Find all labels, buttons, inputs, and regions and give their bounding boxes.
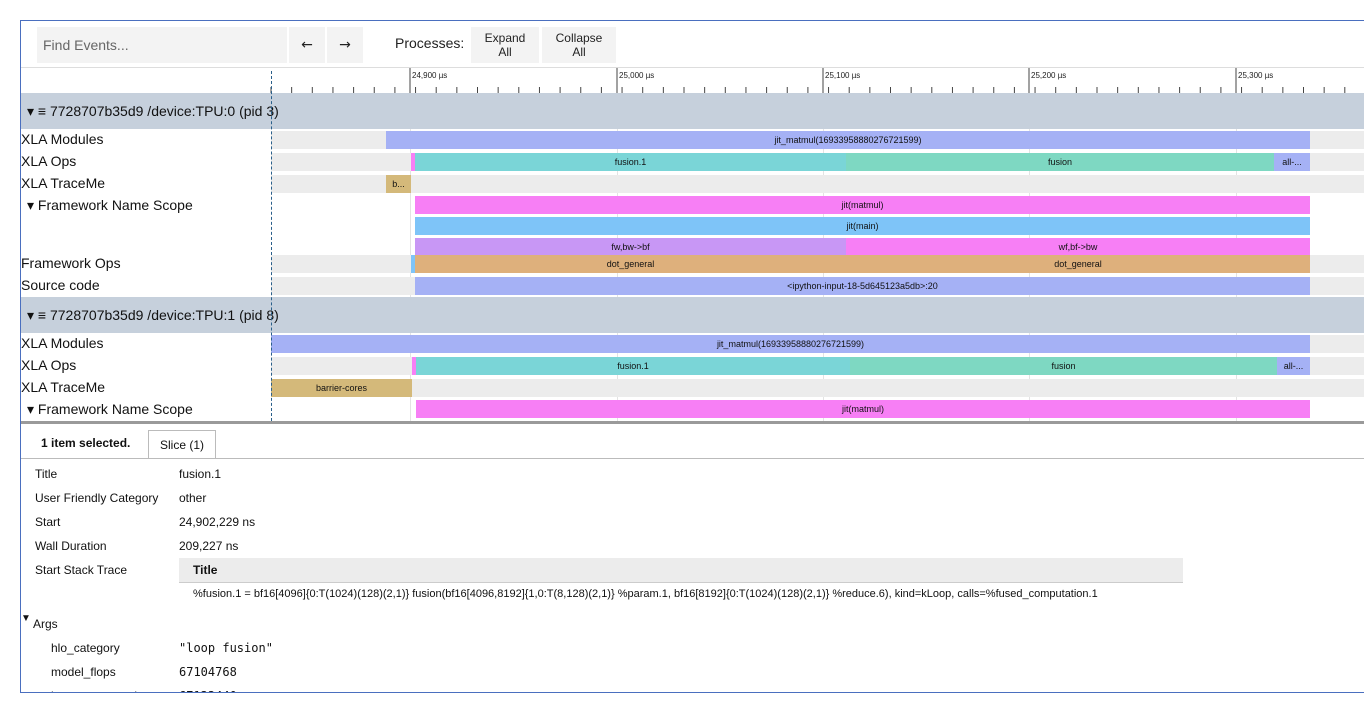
process-header-tpu0[interactable]: ▾ ≡ 7728707b35d9 /device:TPU:0 (pid 3) bbox=[21, 93, 1364, 129]
track-label-framework-name-scope[interactable]: ▾ Framework Name Scope bbox=[27, 401, 193, 417]
selection-count: 1 item selected. bbox=[41, 436, 131, 450]
stack-trace-header: Title bbox=[179, 558, 1183, 583]
slice-scope-jit-matmul[interactable]: jit(matmul) bbox=[415, 196, 1310, 214]
detail-key: Title bbox=[35, 467, 58, 481]
args-expand-icon[interactable]: ▼ bbox=[21, 613, 31, 624]
slice-fusion[interactable]: fusion bbox=[850, 357, 1277, 375]
track-lane bbox=[271, 379, 1364, 397]
tab-divider bbox=[21, 458, 1364, 459]
track-label-framework-ops: Framework Ops bbox=[21, 255, 121, 271]
arg-key: hlo_category bbox=[51, 641, 120, 655]
slice-scope-jit-main[interactable]: jit(main) bbox=[415, 217, 1310, 235]
track-lane bbox=[271, 175, 1364, 193]
slice-all-reduce[interactable]: all-... bbox=[1277, 357, 1310, 375]
detail-key: User Friendly Category bbox=[35, 491, 159, 505]
slice-fusion[interactable]: fusion bbox=[846, 153, 1274, 171]
slice-barrier-cores[interactable]: barrier-cores bbox=[271, 379, 412, 397]
panel-resize-handle[interactable] bbox=[21, 421, 1364, 424]
arrow-left-icon: ← bbox=[301, 37, 313, 53]
time-ruler[interactable]: 24,900 µs 25,000 µs 25,100 µs 25,200 µs 25,3… bbox=[21, 67, 1364, 94]
ruler-tick-label: 25,200 µs bbox=[1031, 71, 1066, 80]
find-events-input[interactable] bbox=[37, 27, 287, 63]
args-label[interactable]: Args bbox=[33, 617, 58, 631]
arg-value: 67133440 bbox=[179, 689, 237, 692]
detail-value: fusion.1 bbox=[179, 467, 222, 481]
slice-source-code[interactable]: <ipython-input-18-5d645123a5db>:20 bbox=[415, 277, 1310, 295]
time-cursor[interactable] bbox=[271, 71, 272, 421]
stack-trace-value: %fusion.1 = bf16[4096]{0:T(1024)(128)(2,… bbox=[193, 588, 1098, 600]
ruler-tick-label: 25,300 µs bbox=[1238, 71, 1273, 80]
expand-all-button[interactable]: Expand All bbox=[471, 27, 539, 63]
collapse-all-button[interactable]: Collapse All bbox=[542, 27, 616, 63]
track-label-framework-name-scope[interactable]: ▾ Framework Name Scope bbox=[27, 197, 193, 213]
slice-scope-wf-bf[interactable]: wf,bf->bw bbox=[846, 238, 1310, 256]
ruler-tick-label: 25,000 µs bbox=[619, 71, 654, 80]
slice-jit-matmul[interactable]: jit_matmul(16933958880276721599) bbox=[271, 335, 1310, 353]
slice-dot-general[interactable]: dot_general bbox=[415, 255, 846, 273]
arrow-right-icon: → bbox=[339, 37, 351, 53]
tab-slice[interactable]: Slice (1) bbox=[148, 430, 216, 459]
toolbar: ← → Processes: Expand All Collapse All bbox=[21, 21, 1364, 67]
stack-trace-header-title: Title bbox=[193, 563, 218, 577]
slice-fusion-1[interactable]: fusion.1 bbox=[415, 153, 846, 171]
detail-key: Start bbox=[35, 515, 61, 529]
slice-barrier[interactable]: b... bbox=[386, 175, 411, 193]
track-label-xla-traceme: XLA TraceMe bbox=[21, 175, 106, 191]
ruler-ticks: 24,900 µs 25,000 µs 25,100 µs 25,200 µs 25,3… bbox=[270, 68, 1346, 94]
processes-label: Processes: bbox=[395, 35, 465, 51]
slice-jit-matmul[interactable]: jit_matmul(16933958880276721599) bbox=[386, 131, 1310, 149]
process-title: ▾ ≡ 7728707b35d9 /device:TPU:1 (pid 8) bbox=[27, 307, 279, 323]
ruler-tick-label: 25,100 µs bbox=[825, 71, 860, 80]
slice-small[interactable] bbox=[411, 255, 415, 273]
track-label-xla-traceme: XLA TraceMe bbox=[21, 379, 106, 395]
track-label-xla-ops: XLA Ops bbox=[21, 357, 77, 373]
arg-value: 67104768 bbox=[179, 665, 237, 679]
stack-trace-label: Start Stack Trace bbox=[35, 563, 128, 577]
slice-scope-fw-bw[interactable]: fw,bw->bf bbox=[415, 238, 846, 256]
detail-value: other bbox=[179, 491, 207, 505]
previous-event-button[interactable]: ← bbox=[289, 27, 325, 63]
trace-viewer: ← → Processes: Expand All Collapse All 2… bbox=[20, 20, 1364, 693]
slice-dot-general[interactable]: dot_general bbox=[846, 255, 1310, 273]
arg-key: model_flops bbox=[51, 665, 116, 679]
process-header-tpu1[interactable]: ▾ ≡ 7728707b35d9 /device:TPU:1 (pid 8) bbox=[21, 297, 1364, 333]
next-event-button[interactable]: → bbox=[327, 27, 363, 63]
slice-all-reduce[interactable]: all-... bbox=[1274, 153, 1310, 171]
arg-key: bytes_accessed bbox=[51, 689, 137, 692]
slice-fusion-1[interactable]: fusion.1 bbox=[416, 357, 850, 375]
detail-value: 24,902,229 ns bbox=[179, 515, 256, 529]
track-area[interactable]: ▾ ≡ 7728707b35d9 /device:TPU:0 (pid 3) X… bbox=[21, 93, 1364, 421]
track-label-xla-modules: XLA Modules bbox=[21, 335, 104, 351]
ruler-tick-label: 24,900 µs bbox=[412, 71, 447, 80]
detail-value: 209,227 ns bbox=[179, 539, 239, 553]
track-label-source-code: Source code bbox=[21, 277, 100, 293]
detail-key: Wall Duration bbox=[35, 539, 107, 553]
slice-small[interactable] bbox=[412, 357, 416, 375]
track-label-xla-modules: XLA Modules bbox=[21, 131, 104, 147]
track-label-xla-ops: XLA Ops bbox=[21, 153, 77, 169]
arg-value: "loop fusion" bbox=[179, 641, 273, 655]
slice-scope-jit-matmul[interactable]: jit(matmul) bbox=[416, 400, 1310, 418]
slice-small[interactable] bbox=[411, 153, 415, 171]
details-panel: 1 item selected. Slice (1) Title fusion.… bbox=[21, 424, 1364, 692]
process-title: ▾ ≡ 7728707b35d9 /device:TPU:0 (pid 3) bbox=[27, 103, 279, 119]
